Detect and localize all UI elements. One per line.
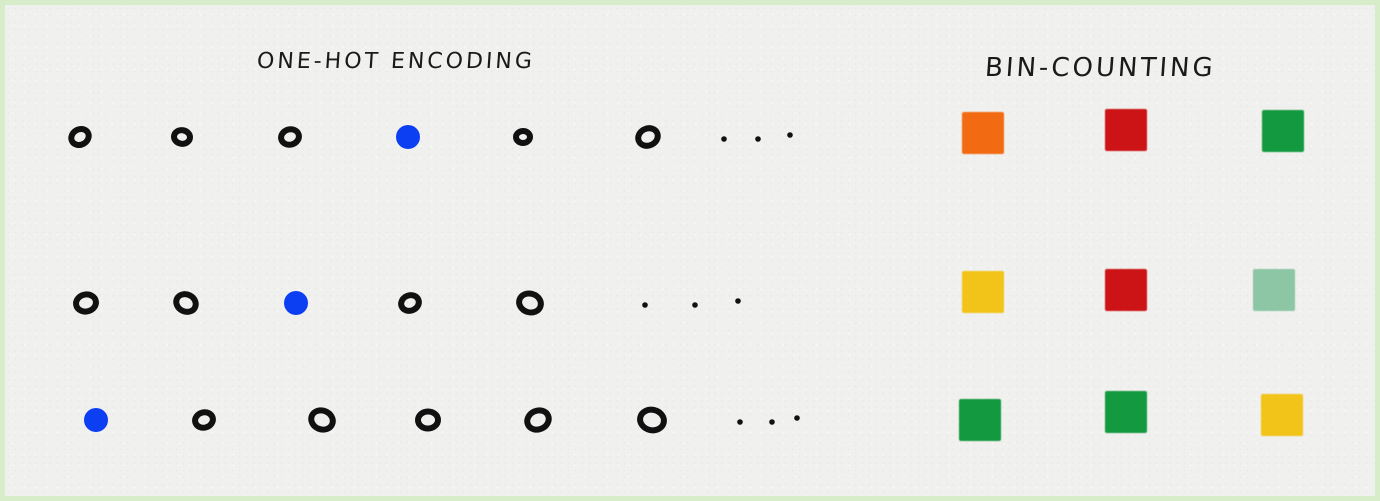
cold-category-ring: [192, 409, 216, 431]
canvas: ONE-HOT ENCODING BIN-COUNTING: [5, 5, 1375, 496]
cold-category-ring: [68, 125, 92, 149]
cold-category-ring: [278, 126, 302, 148]
ellipsis-dots: [737, 415, 800, 425]
bin-count-square-orange: [962, 112, 1004, 154]
cold-category-ring: [398, 292, 422, 314]
bin-count-square-green: [1262, 110, 1304, 152]
bin-count-square-mint: [1253, 269, 1295, 311]
cold-category-ring: [73, 291, 99, 315]
cold-category-ring: [635, 125, 661, 149]
cold-category-ring: [513, 128, 533, 146]
bin-count-square-red: [1105, 269, 1147, 311]
cold-category-ring: [524, 407, 552, 433]
cold-category-ring: [637, 406, 667, 434]
cold-category-ring: [173, 291, 199, 315]
cold-category-ring: [171, 127, 193, 147]
cold-category-ring: [308, 407, 336, 433]
cold-category-ring: [516, 290, 544, 316]
ellipsis-dots: [642, 298, 741, 308]
cold-category-ring: [415, 408, 441, 432]
bin-count-square-red: [1105, 109, 1147, 151]
hot-category-dot: [396, 125, 420, 149]
bin-count-square-green: [959, 399, 1001, 441]
ellipsis-dots: [721, 132, 793, 142]
bin-count-square-green: [1105, 391, 1147, 433]
bin-count-square-yellow: [1261, 394, 1303, 436]
hot-category-dot: [284, 291, 308, 315]
bin-count-square-yellow: [962, 271, 1004, 313]
hot-category-dot: [84, 408, 108, 432]
